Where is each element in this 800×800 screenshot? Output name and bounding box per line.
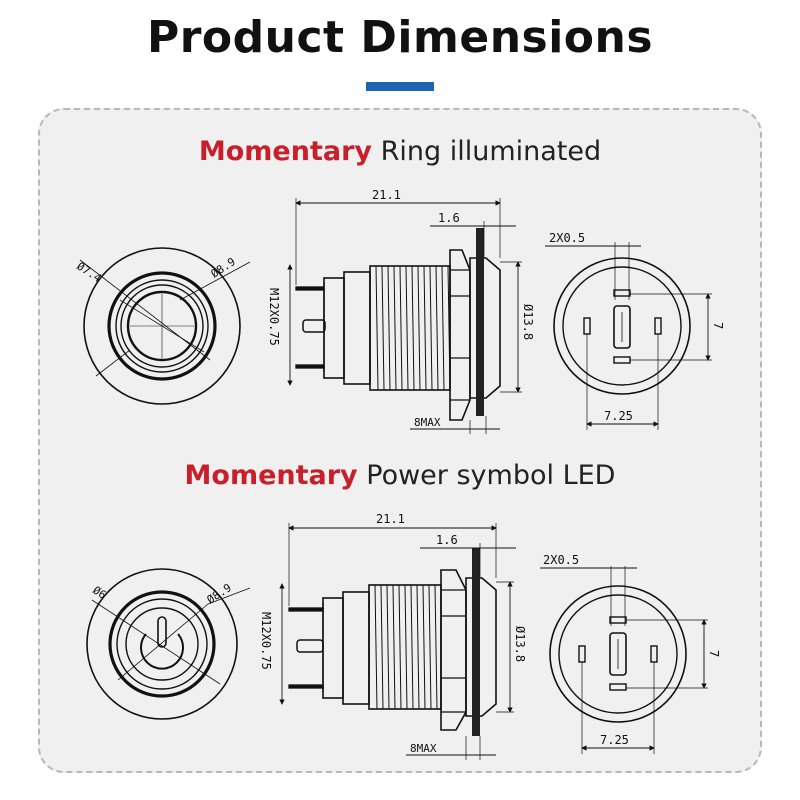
- thread-ridge: [404, 584, 408, 710]
- thread-ridge: [380, 584, 384, 710]
- dim-terminal-height-1: 7: [711, 322, 725, 329]
- thread-ridge: [429, 265, 433, 391]
- rear-view-2: [540, 566, 708, 754]
- thread-ridge: [416, 584, 420, 710]
- thread-ridge: [435, 265, 439, 391]
- thread-lines-1: [375, 265, 451, 391]
- front-view-1: [79, 247, 251, 405]
- dim-overall-length-2: 21.1: [376, 512, 405, 526]
- dim-max-depth-2: 8MAX: [410, 742, 437, 755]
- thread-ridge: [428, 584, 432, 710]
- dim-terminal-size-1: 2X0.5: [549, 231, 585, 245]
- thread-ridge: [374, 584, 378, 710]
- dim-thread-1: M12X0.75: [267, 288, 281, 346]
- thread-ridge: [405, 265, 409, 391]
- thread-ridge: [399, 265, 403, 391]
- dim-front-inner-2: Ø6: [90, 584, 108, 602]
- thread-ridge: [375, 265, 379, 391]
- thread-ridge: [411, 265, 415, 391]
- power-symbol-icon: [140, 616, 184, 670]
- dim-max-depth-1: 8MAX: [414, 416, 441, 429]
- thread-ridge: [417, 265, 421, 391]
- dim-flange-2: 1.6: [436, 533, 458, 547]
- front-view-2: [86, 568, 251, 720]
- section-2-drawings: Ø6 Ø8.9: [86, 512, 721, 760]
- thread-ridge: [393, 265, 397, 391]
- dim-terminal-width-2: 7.25: [600, 733, 629, 747]
- thread-ridge: [434, 584, 438, 710]
- section-1-name: Ring illuminated: [380, 136, 602, 167]
- dim-outer-dia-1: Ø13.8: [521, 304, 535, 340]
- dim-terminal-height-2: 7: [707, 650, 721, 657]
- thread-ridge: [422, 584, 426, 710]
- section-2-highlight: Momentary: [184, 460, 358, 491]
- section-1-highlight: Momentary: [198, 136, 373, 167]
- dim-flange-1: 1.6: [438, 211, 460, 225]
- thread-ridge: [387, 265, 391, 391]
- thread-ridge: [392, 584, 396, 710]
- thread-ridge: [410, 584, 414, 710]
- thread-ridge: [386, 584, 390, 710]
- dim-terminal-width-1: 7.25: [604, 409, 633, 423]
- thread-ridge: [381, 265, 385, 391]
- dim-overall-length-1: 21.1: [372, 188, 401, 202]
- rear-view-1: [545, 242, 712, 430]
- dim-terminal-size-2: 2X0.5: [543, 553, 579, 567]
- thread-lines-2: [374, 584, 438, 710]
- dim-outer-dia-2: Ø13.8: [513, 626, 527, 662]
- section-1-title: Momentary Ring illuminated: [0, 136, 800, 167]
- section-2-title: Momentary Power symbol LED: [0, 460, 800, 491]
- side-view-1: [287, 198, 522, 434]
- thread-ridge: [441, 265, 445, 391]
- section-1-drawings: Ø7.4 Ø8.9: [74, 188, 725, 434]
- section-2-name: Power symbol LED: [366, 460, 616, 491]
- thread-ridge: [423, 265, 427, 391]
- dim-thread-2: M12X0.75: [259, 612, 273, 670]
- side-view-2: [279, 523, 516, 760]
- page-title: Product Dimensions: [146, 12, 654, 63]
- thread-ridge: [398, 584, 402, 710]
- title-accent-bar: [366, 82, 434, 91]
